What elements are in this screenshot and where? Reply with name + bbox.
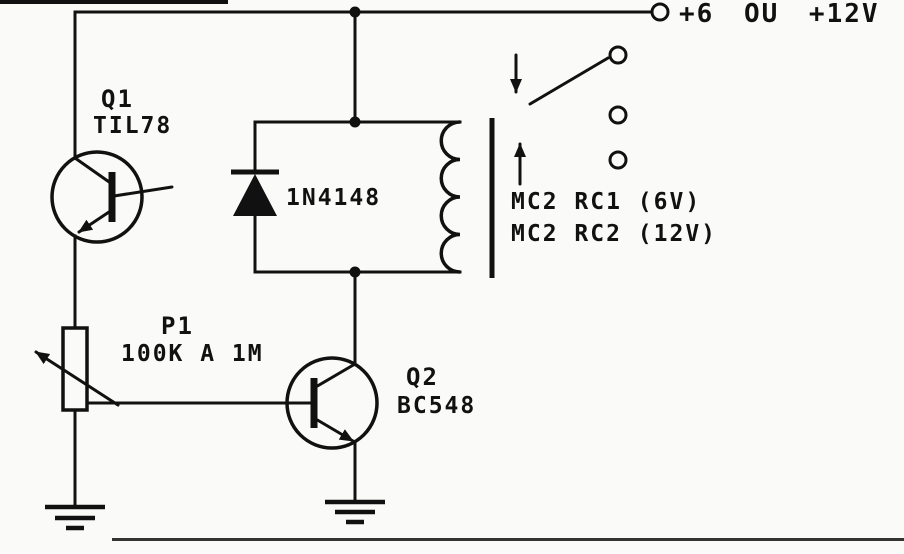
power-label: +6 OU +12V (679, 0, 880, 29)
q2-collector-lead (312, 362, 357, 390)
coil-windings (439, 120, 461, 274)
q2-transistor: Q2 BC548 (285, 270, 476, 504)
relay-coil (253, 10, 495, 278)
p1-ref-label: P1 (161, 312, 194, 340)
contact-terminal-bottom (608, 150, 628, 170)
q1-part-label: TIL78 (93, 113, 172, 139)
q2-part-label: BC548 (397, 393, 476, 419)
d1-anode-triangle (233, 174, 277, 216)
p1-wiper-arrow (34, 350, 120, 407)
relay-contacts: MC2 RC1 (6V) MC2 RC2 (12V) (510, 45, 717, 247)
q1-base-lead (112, 185, 174, 198)
q2-emitter-lead-arrow (312, 416, 355, 443)
q2-ref-label: Q2 (406, 363, 439, 391)
contact-terminal-middle (608, 105, 628, 125)
ground-symbol-middle (325, 499, 385, 525)
scan-border-bottom (112, 538, 904, 541)
q1-emitter-lead-arrow (77, 208, 114, 234)
q1-body-circle (50, 150, 144, 244)
p1-value-label: 100K A 1M (121, 341, 264, 367)
d1-diode: 1N4148 (231, 120, 381, 274)
q2-body-circle (285, 356, 379, 450)
q1-phototransistor: Q1 TIL78 (50, 10, 174, 330)
p1-potentiometer: P1 100K A 1M (34, 312, 316, 507)
contact-terminal-top (608, 45, 628, 65)
scan-border-top (0, 0, 228, 4)
p1-body (61, 326, 89, 412)
d1-part-label: 1N4148 (286, 185, 381, 211)
q1-collector-lead (73, 156, 114, 186)
power-terminal (650, 2, 670, 22)
ground-symbol-left (45, 504, 105, 531)
relay-model-12v-label: MC2 RC2 (12V) (511, 221, 717, 247)
contact-blade (528, 56, 610, 106)
relay-model-6v-label: MC2 RC1 (6V) (511, 189, 701, 215)
power-rail: +6 OU +12V (73, 0, 880, 29)
q1-ref-label: Q1 (101, 85, 134, 113)
